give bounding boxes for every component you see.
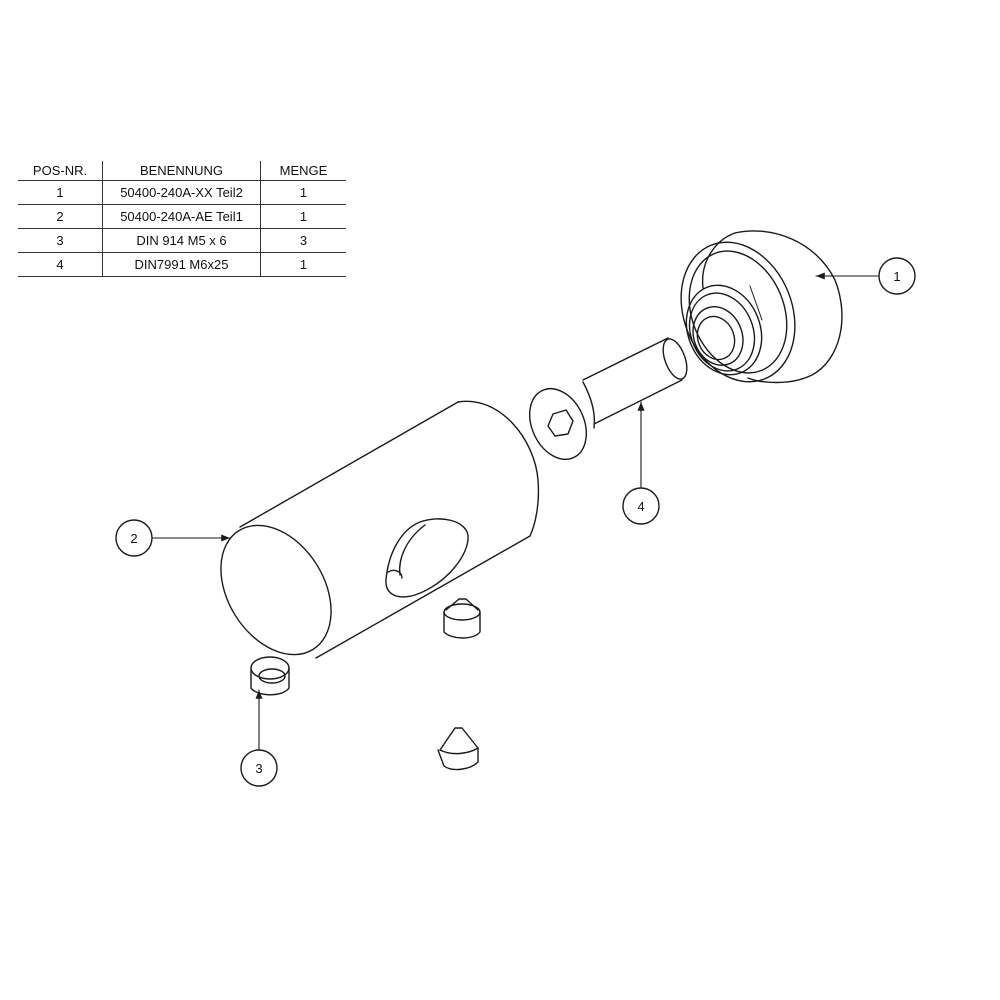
balloon-3: 3 xyxy=(240,749,278,787)
bom-cell-pos: 2 xyxy=(18,204,103,229)
balloon-2-label: 2 xyxy=(130,531,137,546)
bom-cell-name: DIN7991 M6x25 xyxy=(102,252,261,277)
bom-row: 4 DIN7991 M6x25 1 xyxy=(18,252,346,277)
part-4-screw xyxy=(529,337,688,460)
balloon-3-label: 3 xyxy=(255,761,262,776)
bom-header-pos: POS-NR. xyxy=(18,161,103,181)
part-3-setscrew-a xyxy=(250,656,290,696)
bom-header-row: POS-NR. BENENNUNG MENGE xyxy=(18,161,346,181)
balloon-4-label: 4 xyxy=(637,499,644,514)
part-2-body xyxy=(220,400,540,659)
balloon-2: 2 xyxy=(115,519,153,557)
bom-cell-pos: 3 xyxy=(18,228,103,253)
balloon-4: 4 xyxy=(622,487,660,525)
leader-lines xyxy=(151,272,879,751)
bom-cell-qty: 3 xyxy=(260,228,346,253)
part-3-setscrew-c xyxy=(437,727,479,771)
part-1-flange xyxy=(680,230,843,384)
bom-cell-pos: 4 xyxy=(18,252,103,277)
part-3-setscrew-b xyxy=(443,598,481,639)
bom-cell-qty: 1 xyxy=(260,252,346,277)
balloon-1: 1 xyxy=(878,257,916,295)
balloon-1-label: 1 xyxy=(893,269,900,284)
bom-table: POS-NR. BENENNUNG MENGE 1 50400-240A-XX … xyxy=(18,161,346,277)
